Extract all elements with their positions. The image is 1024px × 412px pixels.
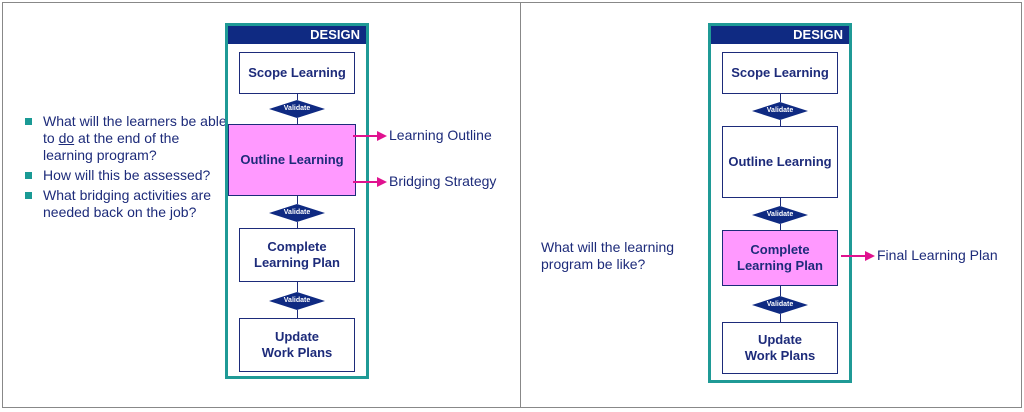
question-text-end: at the end of the learning program? — [43, 130, 180, 163]
question-item: What bridging activities are needed back… — [25, 187, 230, 221]
output-arrow — [353, 177, 387, 187]
output-arrow — [841, 251, 875, 261]
flow-header: DESIGN — [228, 26, 366, 44]
step-label: Update Work Plans — [261, 329, 333, 360]
connector-line — [780, 314, 781, 322]
step-outline-learning: Outline Learning — [228, 124, 356, 196]
validate-label: Validate — [283, 209, 311, 216]
diamond-shape — [269, 100, 325, 118]
flow-header: DESIGN — [711, 26, 849, 44]
question-item: How will this be assessed? — [25, 167, 230, 184]
connector-line — [297, 222, 298, 228]
validate-diamond: Validate — [269, 292, 325, 310]
validate-label: Validate — [766, 211, 794, 218]
validate-label: Validate — [283, 297, 311, 304]
step-label: Update Work Plans — [744, 332, 816, 363]
bullet-square-icon — [25, 118, 32, 125]
step-update-work-plans: Update Work Plans — [239, 318, 355, 372]
step-complete-learning-plan: Complete Learning Plan — [239, 228, 355, 282]
connector-line — [297, 310, 298, 318]
connector-line — [780, 198, 781, 206]
step-scope-learning: Scope Learning — [722, 52, 838, 94]
design-flowchart: DESIGN Scope Learning Validate Outline L… — [225, 23, 369, 379]
connector-line — [780, 224, 781, 230]
validate-label: Validate — [283, 105, 311, 112]
step-label: Outline Learning — [240, 152, 344, 167]
step-label: Complete Learning Plan — [737, 242, 823, 273]
diamond-shape — [269, 292, 325, 310]
validate-diamond: Validate — [752, 296, 808, 314]
connector-line — [780, 94, 781, 102]
validate-label: Validate — [766, 107, 794, 114]
diamond-shape — [269, 204, 325, 222]
step-complete-learning-plan: Complete Learning Plan — [722, 230, 838, 286]
connector-line — [297, 118, 298, 124]
question-item: What will the learners be able to do at … — [25, 113, 230, 164]
validate-label: Validate — [766, 301, 794, 308]
step-label: Complete Learning Plan — [254, 239, 340, 270]
output-arrow — [353, 131, 387, 141]
diamond-shape — [752, 296, 808, 314]
arrow-right-icon — [841, 251, 875, 261]
diamond-shape — [752, 206, 808, 224]
arrow-right-icon — [353, 177, 387, 187]
arrow-right-icon — [353, 131, 387, 141]
output-learning-outline: Learning Outline — [389, 127, 492, 143]
step-label: Outline Learning — [728, 154, 832, 169]
bullet-square-icon — [25, 192, 32, 199]
right-panel: What will the learning program be like? … — [520, 2, 1022, 408]
question-text: What bridging activities are needed back… — [43, 187, 212, 220]
connector-line — [297, 196, 298, 204]
design-flowchart: DESIGN Scope Learning Validate Outline L… — [708, 23, 852, 383]
validate-diamond: Validate — [752, 102, 808, 120]
connector-line — [297, 94, 298, 100]
connector-line — [297, 282, 298, 292]
step-label: Scope Learning — [248, 65, 346, 80]
bullet-square-icon — [25, 172, 32, 179]
question-text: What will the learners be able to — [43, 113, 227, 146]
question-text: What will the learning program be like? — [541, 239, 675, 272]
validate-diamond: Validate — [269, 100, 325, 118]
question-emphasis: do — [58, 130, 75, 146]
step-update-work-plans: Update Work Plans — [722, 322, 838, 374]
question-text: How will this be assessed? — [43, 167, 211, 183]
left-panel: What will the learners be able to do at … — [2, 2, 521, 408]
validate-diamond: Validate — [269, 204, 325, 222]
connector-line — [780, 286, 781, 296]
output-bridging-strategy: Bridging Strategy — [389, 173, 497, 189]
step-scope-learning: Scope Learning — [239, 52, 355, 94]
step-outline-learning: Outline Learning — [722, 126, 838, 198]
validate-diamond: Validate — [752, 206, 808, 224]
output-final-learning-plan: Final Learning Plan — [877, 247, 998, 263]
connector-line — [780, 120, 781, 126]
question-list: What will the learners be able to do at … — [25, 113, 230, 224]
diamond-shape — [752, 102, 808, 120]
step-label: Scope Learning — [731, 65, 829, 80]
